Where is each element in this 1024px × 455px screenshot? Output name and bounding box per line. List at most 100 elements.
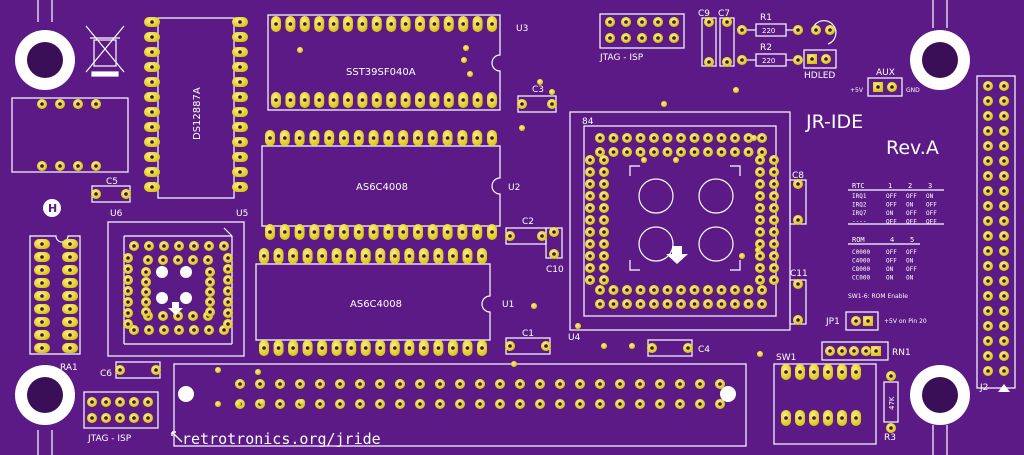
via [575,323,581,329]
silk-icons [85,25,1010,443]
r1-label: R1 [760,13,772,23]
j2-pin1-triangle-icon [998,384,1010,392]
u2-part: AS6C4008 [356,182,408,193]
rtc-table-header: RTC [852,182,865,190]
rtc-part: DS12887A [192,87,203,140]
u3-ref: U3 [516,24,528,34]
via [215,401,221,407]
rom-table-header: 5 [910,236,914,244]
sw1-label: SW1 [776,353,796,363]
rom-table-header: ROM [852,236,865,244]
via [235,401,241,407]
u1-ref: U1 [502,300,514,310]
mounting-holes [15,30,970,425]
c1-label: C1 [522,329,534,339]
via [511,361,517,367]
r3-label: R3 [884,433,896,443]
jp1-note: +5V on Pin 20 [884,318,927,325]
rtc-table-cell: OFF [926,210,937,217]
rtc-table-cell: ---- [852,219,866,226]
silk-labels: JR-IDE Rev.A retrotronics.org/jride SST3… [60,9,988,448]
rom-table-cell: ON [906,258,914,265]
rtc-table-cell: IRQ2 [852,202,867,209]
board-title: JR-IDE [805,111,863,133]
u2-ref: U2 [508,183,520,193]
c10-label: C10 [546,265,564,275]
u1-part: AS6C4008 [350,299,402,310]
c8-label: C8 [792,171,804,181]
board-url: retrotronics.org/jride [182,430,381,448]
jtag-top-label: JTAG - ISP [599,53,644,63]
r3-value: 47K [888,396,896,410]
rtc-table-cell: OFF [926,219,937,226]
rtc-table-cell: OFF [906,210,917,217]
via [299,399,305,405]
pin1-arrow-small-icon [168,302,183,315]
via [629,343,635,349]
rom-table-cell: ON [886,266,894,273]
svg-text:H: H [48,202,57,215]
u6-ref: U6 [110,209,123,219]
c11-label: C11 [790,269,808,279]
sw-note: SW1-6: ROM Enable [848,293,908,300]
via [531,303,537,309]
board-revision: Rev.A [886,137,939,159]
u4-pin84: 84 [582,117,594,127]
via [661,101,667,107]
via [297,47,303,53]
rom-table-cell: OFF [906,249,917,256]
rom-table-cell: CC000 [852,275,870,282]
u5-ref: U5 [236,209,248,219]
u3-part: SST39SF040A [346,67,416,78]
rom-table-cell: OFF [886,249,897,256]
rtc-table-cell: IRQ7 [852,210,867,217]
rtc-table-cell: OFF [906,219,917,226]
via [751,135,757,141]
r2-label: R2 [760,43,772,53]
jtag-bottom-label: JTAG - ISP [87,434,132,444]
aux-5v-label: +5V [850,87,864,94]
via [673,157,679,163]
c4-label: C4 [698,345,710,355]
via [641,157,647,163]
via [757,351,763,357]
via [537,79,543,85]
rtc-table-cell: ON [886,210,894,217]
via [601,343,607,349]
c9-label: C9 [698,9,710,19]
via [463,45,469,51]
via [215,367,221,373]
rom-table-cell: ON [886,275,894,282]
rom-table-cell: C0000 [852,249,870,256]
r2-value: 220 [762,57,775,65]
via [549,89,555,95]
aux-label: AUX [876,68,895,78]
rom-table-cell: ON [906,275,914,282]
u4-ref: U4 [568,333,581,343]
via [755,247,761,253]
via [733,87,739,93]
rtc-table-cell: OFF [926,202,937,209]
rtc-table-cell: IRQ1 [852,193,867,200]
aux-gnd-label: GND [906,87,920,94]
c6-label: C6 [100,369,112,379]
rom-table-cell: OFF [906,266,917,273]
rtc-table-header: 1 [888,182,892,190]
rn1-label: RN1 [892,348,911,358]
solder-pads [34,16,1009,433]
rom-table-cell: C8000 [852,266,870,273]
jp1-label: JP1 [825,317,840,327]
rtc-table-cell: ON [906,202,914,209]
c3-label: C3 [532,85,544,95]
rtc-table-cell: OFF [886,202,897,209]
via [255,369,261,375]
rom-table-cell: OFF [886,258,897,265]
rtc-table-cell: OFF [906,193,917,200]
rtc-table-header: 2 [908,182,912,190]
j2-label: J2 [979,383,988,393]
url-pointer-icon [171,431,183,443]
rtc-table-header: 3 [928,182,932,190]
c2-label: C2 [522,217,534,227]
pin1-arrow-icon [666,246,688,264]
